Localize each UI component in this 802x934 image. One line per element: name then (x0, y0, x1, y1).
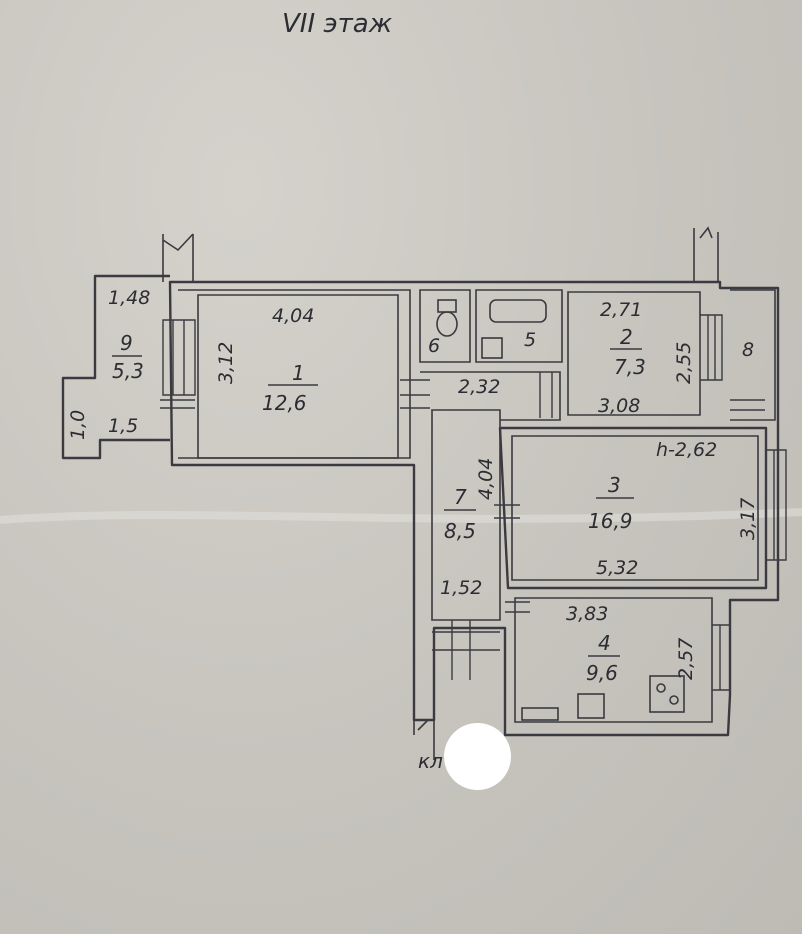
redaction-dot (444, 723, 511, 790)
room-3-depth: 3,17 (737, 498, 759, 540)
room-4-area: 9,6 (586, 661, 618, 685)
room-7-outline (431, 409, 501, 680)
room-3-outline (494, 426, 787, 590)
room-9-id: 9 (120, 331, 133, 355)
counter-icon (521, 707, 559, 721)
corridor-dim: 2,32 (458, 376, 500, 398)
room-8-outline (730, 289, 776, 421)
entrance-outline (413, 719, 435, 760)
sink-kitchen-icon (577, 693, 605, 719)
room-3-top: h-2,62 (656, 439, 717, 461)
paper-crease (0, 508, 802, 524)
bathroom-block (419, 289, 563, 421)
room-7-depth: 4,04 (475, 458, 497, 500)
room-3-area: 16,9 (588, 509, 633, 533)
room-2-depth: 2,55 (673, 342, 695, 384)
entrance-label: кл (418, 749, 443, 773)
room-1-id: 1 (292, 361, 305, 385)
stove-icon (649, 675, 685, 713)
room-7-id: 7 (454, 485, 467, 509)
room-1-depth: 3,12 (215, 342, 237, 384)
room-6-id: 6 (428, 335, 440, 357)
room-2-width: 2,71 (600, 299, 642, 321)
room-9-area: 5,3 (112, 359, 144, 383)
room-9-bottom-dim: 1,5 (108, 415, 138, 437)
room-2-area: 7,3 (614, 355, 646, 379)
room-1-area: 12,6 (262, 391, 307, 415)
toilet-tank-icon (437, 299, 457, 313)
toilet-bowl-icon (436, 311, 458, 337)
room-4-top: 3,83 (566, 603, 608, 625)
room-2-bottom: 3,08 (598, 395, 640, 417)
room-3-id: 3 (608, 473, 621, 497)
room-9-outline (61, 274, 196, 460)
room-3-bottom: 5,32 (596, 557, 638, 579)
room-7-area: 8,5 (444, 519, 476, 543)
room-1-outline (197, 294, 430, 459)
room-9-top-dim: 1,48 (108, 287, 150, 309)
bathtub-icon (489, 299, 547, 323)
room-9-side-dim: 1,0 (67, 410, 89, 440)
room-4-id: 4 (598, 631, 611, 655)
room-7-bottom: 1,52 (440, 577, 482, 599)
room-1-width: 4,04 (272, 305, 314, 327)
room-4-outline (505, 597, 731, 723)
room-4-depth: 2,57 (675, 638, 697, 680)
room-8-id: 8 (742, 339, 754, 361)
room-2-id: 2 (620, 325, 633, 349)
room-5-id: 5 (524, 329, 536, 351)
floor-title: VII этаж (282, 9, 393, 39)
room-2-outline (567, 291, 723, 416)
sink-icon (481, 337, 503, 359)
